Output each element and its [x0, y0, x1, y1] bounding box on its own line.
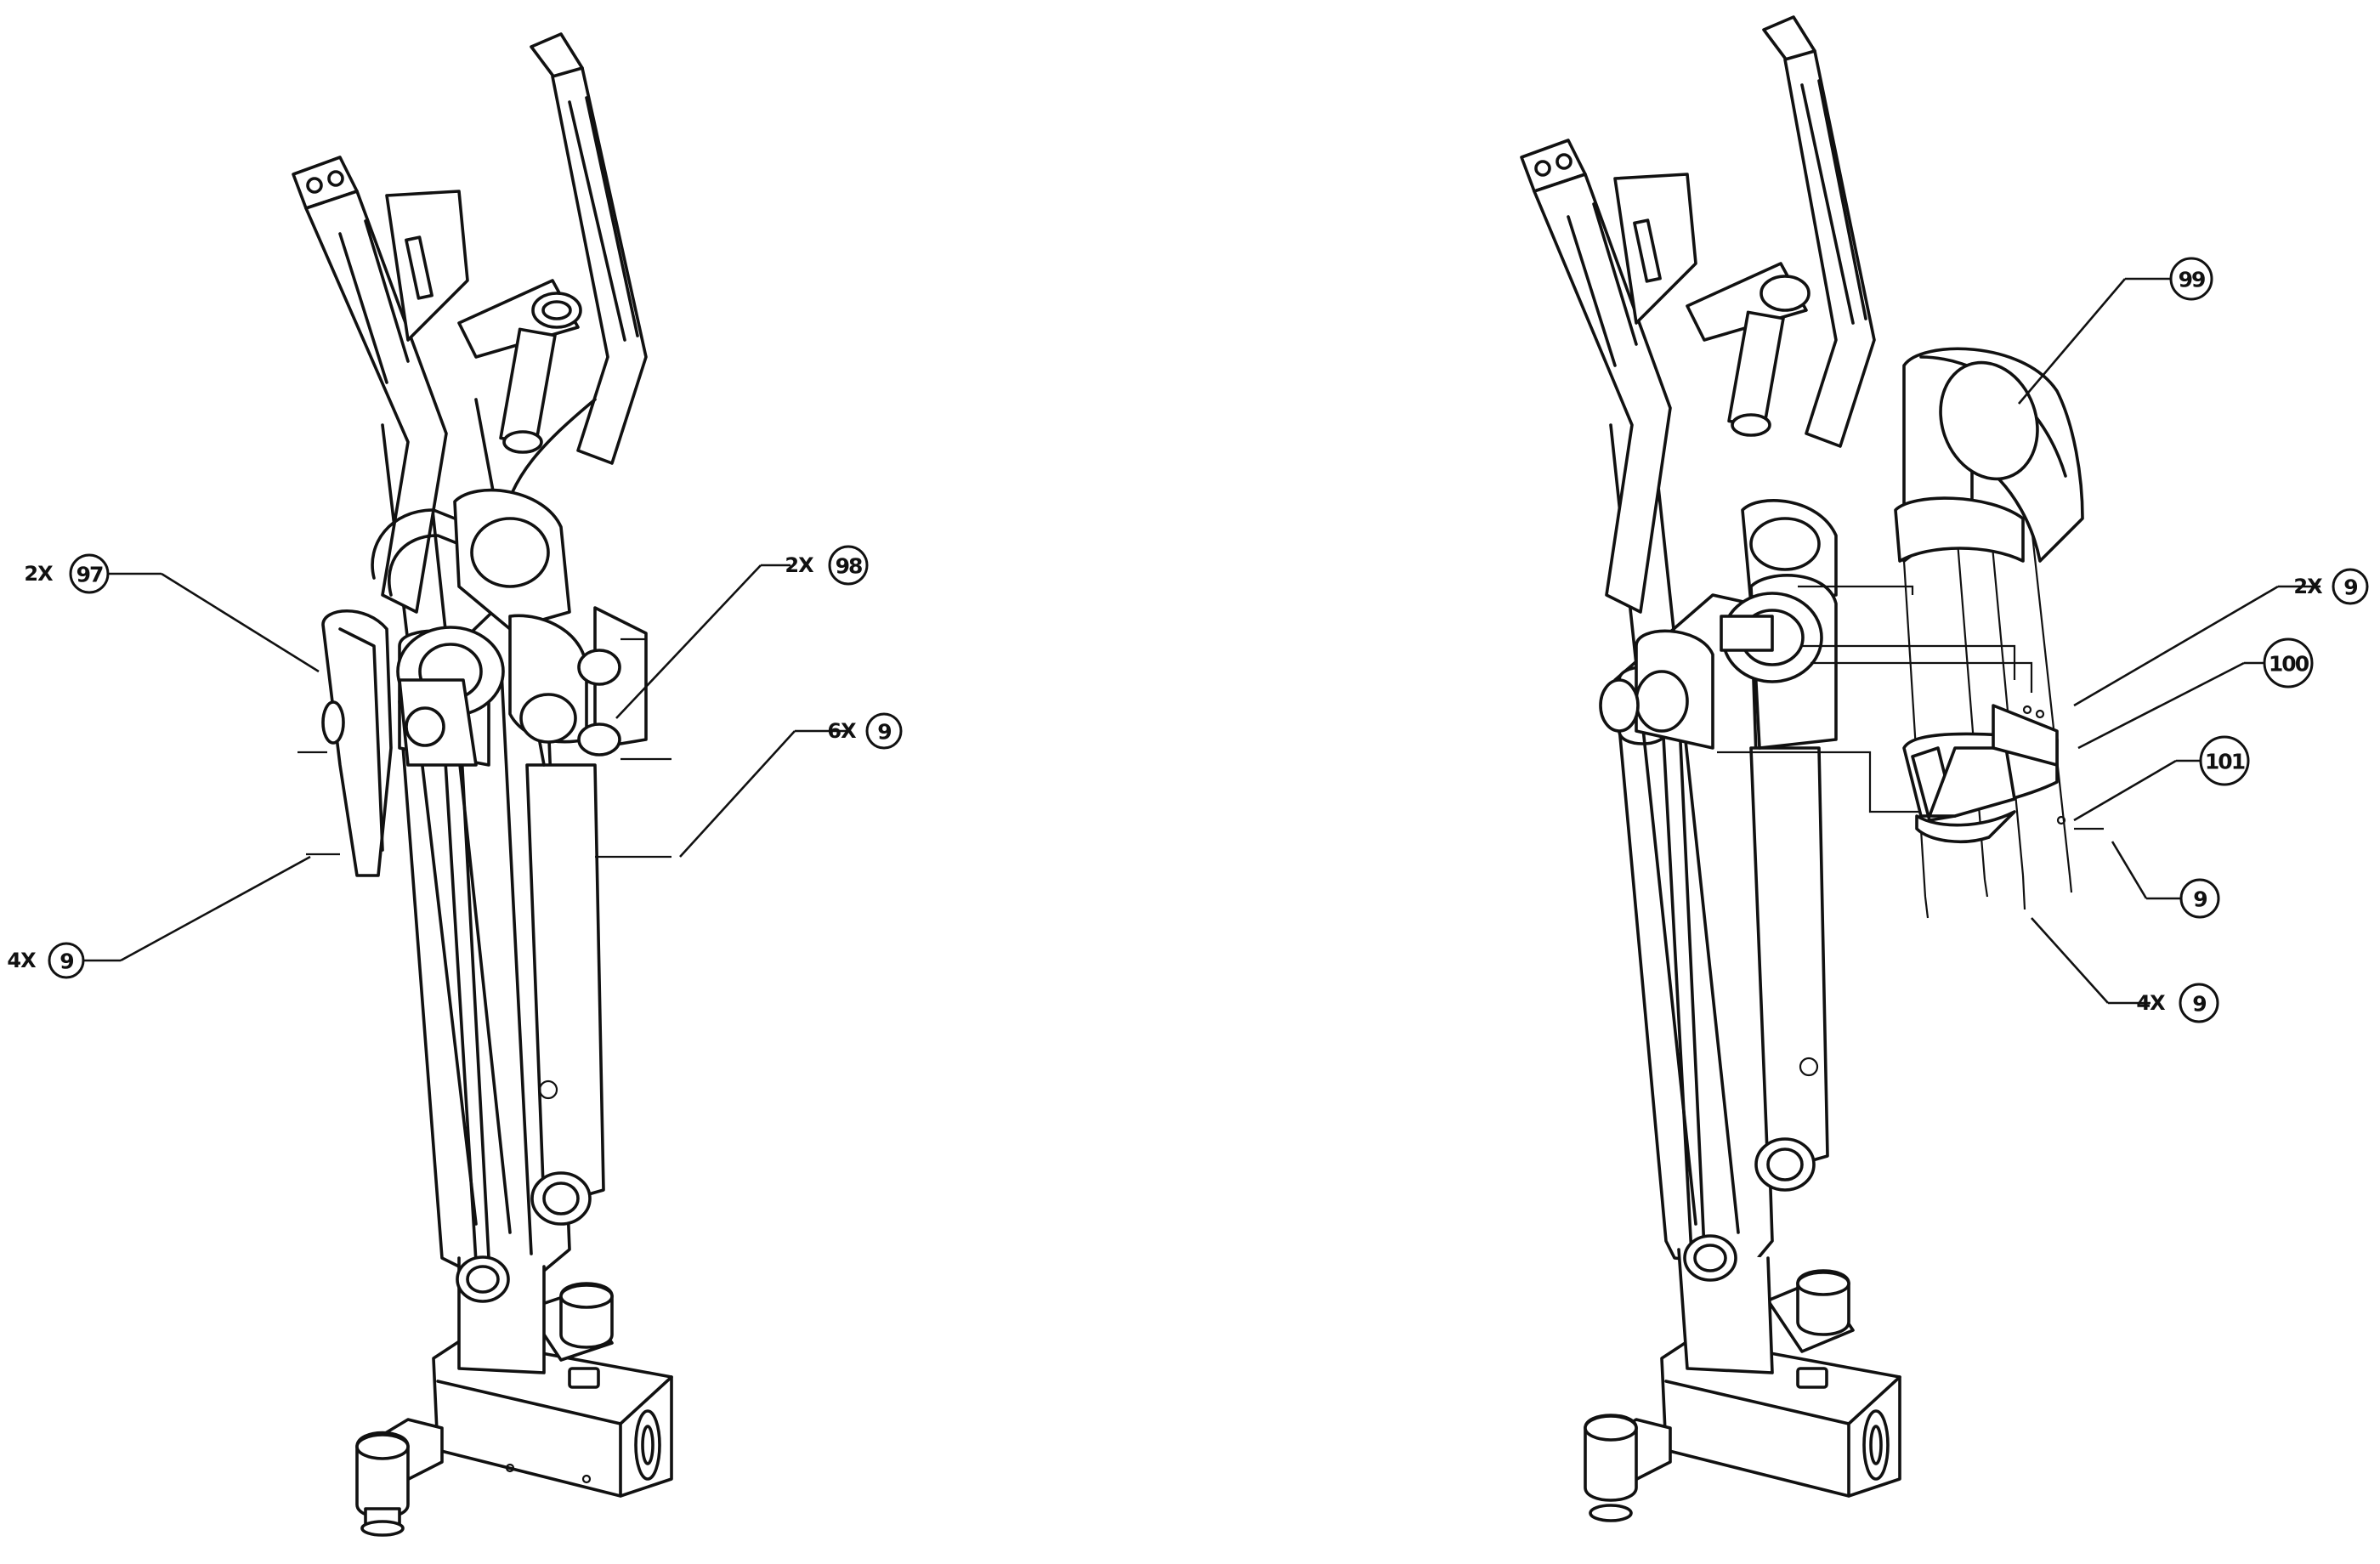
- callout-9-2x-qty: 2X: [2293, 575, 2323, 598]
- part-99-top-cover: [1894, 347, 2084, 563]
- callout-97: 2X 97: [24, 553, 110, 594]
- callout-9-4x-right-qty: 4X: [2136, 991, 2166, 1015]
- callout-98-part: 98: [836, 554, 862, 579]
- right-screws: [1924, 705, 2104, 919]
- left-assembly-drawing: [292, 32, 673, 1537]
- callout-9-2x: 2X 9: [2293, 568, 2369, 605]
- callout-97-part: 97: [76, 563, 103, 587]
- right-front-rail: [1613, 593, 1774, 1374]
- callout-100: 100: [2263, 638, 2314, 688]
- left-base: [355, 1282, 673, 1537]
- callout-9-4x-left-part: 9: [60, 949, 73, 974]
- callout-9-6x: 6X 9: [827, 712, 903, 750]
- callout-101-part: 101: [2205, 750, 2245, 774]
- callout-9-4x-right: 4X 9: [2136, 983, 2219, 1023]
- callout-98-qty: 2X: [785, 553, 814, 577]
- callout-9-2x-part: 9: [2343, 575, 2357, 600]
- left-center-column: [398, 678, 478, 767]
- part-100-lower-cover: [1902, 704, 2059, 843]
- left-inner-upright: [525, 763, 605, 1226]
- right-right-handle-arm: [1686, 15, 1876, 448]
- callout-leaders: [78, 277, 2320, 1005]
- callout-9-6x-part: 9: [877, 720, 891, 745]
- right-left-handle-arm: [1520, 139, 1697, 614]
- left-handle-arm: [292, 156, 482, 614]
- callout-99-part: 99: [2179, 268, 2205, 292]
- callout-99: 99: [2169, 257, 2213, 301]
- callout-9-single: 9: [2179, 878, 2220, 919]
- callout-9-4x-right-part: 9: [2192, 992, 2206, 1017]
- callout-98: 2X 98: [785, 545, 869, 586]
- part-97-shroud: [321, 609, 393, 877]
- right-base: [1584, 1269, 1901, 1522]
- callout-9-single-part: 9: [2193, 887, 2207, 912]
- callout-9-6x-qty: 6X: [827, 719, 857, 743]
- right-pivot-hub: [1599, 499, 1838, 750]
- right-assembly-drawing: [1520, 15, 2104, 1522]
- left-screws: [298, 638, 672, 858]
- callout-101: 101: [2199, 735, 2250, 786]
- callout-100-part: 100: [2269, 652, 2309, 677]
- callout-9-4x-left-qty: 4X: [7, 949, 37, 972]
- callout-9-4x-left: 4X 9: [7, 942, 85, 979]
- right-inner-upright: [1749, 746, 1829, 1192]
- callout-97-qty: 2X: [24, 562, 54, 586]
